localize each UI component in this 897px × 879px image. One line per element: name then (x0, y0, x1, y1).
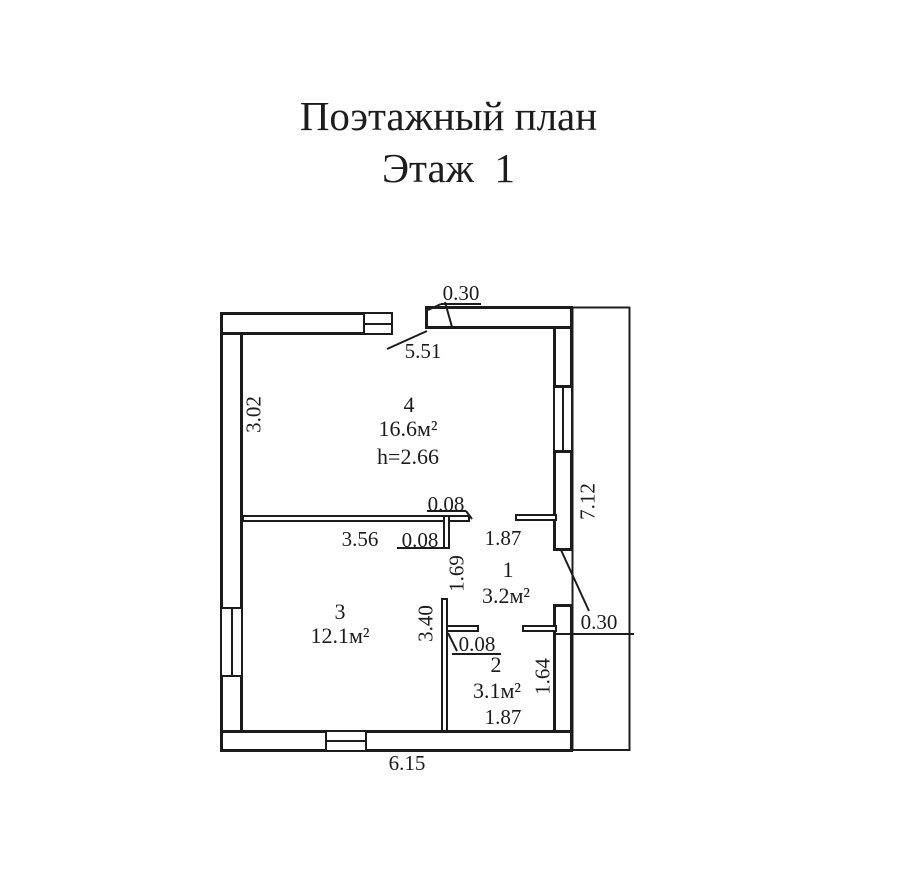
window-glass-line (230, 608, 233, 676)
room1-number: 1 (502, 557, 514, 582)
partition-room1-room2-left (446, 625, 479, 632)
dim-partition-thickness-low: 0.08 (458, 632, 496, 656)
dim-top-opening-width: 5.51 (404, 339, 442, 363)
room3-area: 12.1м² (310, 623, 370, 648)
partition-room4-room3 (242, 515, 470, 522)
room4-area: 16.6м² (378, 416, 438, 441)
dim-tick-008-top (465, 510, 473, 520)
dim-room3-top-width: 3.56 (341, 527, 379, 551)
window-bottom-wall (325, 730, 367, 752)
partition-room4-room1 (515, 514, 557, 521)
window-top-wall (363, 312, 393, 335)
dim-hall-width: 1.87 (484, 526, 522, 550)
page-title: Поэтажный план (299, 93, 598, 139)
dim-right-wall-height: 7.12 (575, 483, 600, 520)
window-left-wall (220, 607, 243, 677)
partition-room3-room2 (441, 598, 448, 732)
partition-room1-room2-right (522, 625, 557, 632)
dim-hall-depth: 1.69 (444, 555, 469, 592)
dim-room2-width: 1.87 (484, 705, 522, 729)
dim-left-wall-upper: 3.02 (241, 396, 266, 433)
dim-tick-030-top (444, 301, 453, 328)
dim-right-wall-thickness: 0.30 (580, 610, 618, 634)
dim-leader-008-low (447, 632, 458, 652)
room1-area: 3.2м² (481, 583, 531, 608)
dim-top-wall-thickness: 0.30 (442, 281, 480, 305)
floor-subtitle: Этаж 1 (381, 145, 515, 191)
room3-number: 3 (334, 599, 346, 624)
dim-leader-030-right (560, 549, 590, 612)
partition-door-jamb (443, 515, 450, 549)
dim-bottom-width: 6.15 (388, 751, 426, 775)
room4-number: 4 (403, 392, 415, 417)
dim-partition-thickness-mid: 0.08 (401, 528, 439, 552)
window-glass-line (326, 740, 366, 742)
dim-leader-551 (386, 330, 428, 350)
window-glass-line (562, 387, 564, 451)
room2-number: 2 (490, 652, 502, 677)
dim-partition-length: 3.40 (413, 605, 438, 642)
dim-room2-east-depth: 1.64 (530, 658, 555, 695)
room4-ceiling-height: h=2.66 (377, 444, 439, 469)
dim-partition-thickness-top: 0.08 (427, 492, 465, 516)
room2-area: 3.1м² (472, 678, 522, 703)
window-glass-line (364, 322, 392, 325)
dim-leader-030-top (427, 303, 442, 311)
